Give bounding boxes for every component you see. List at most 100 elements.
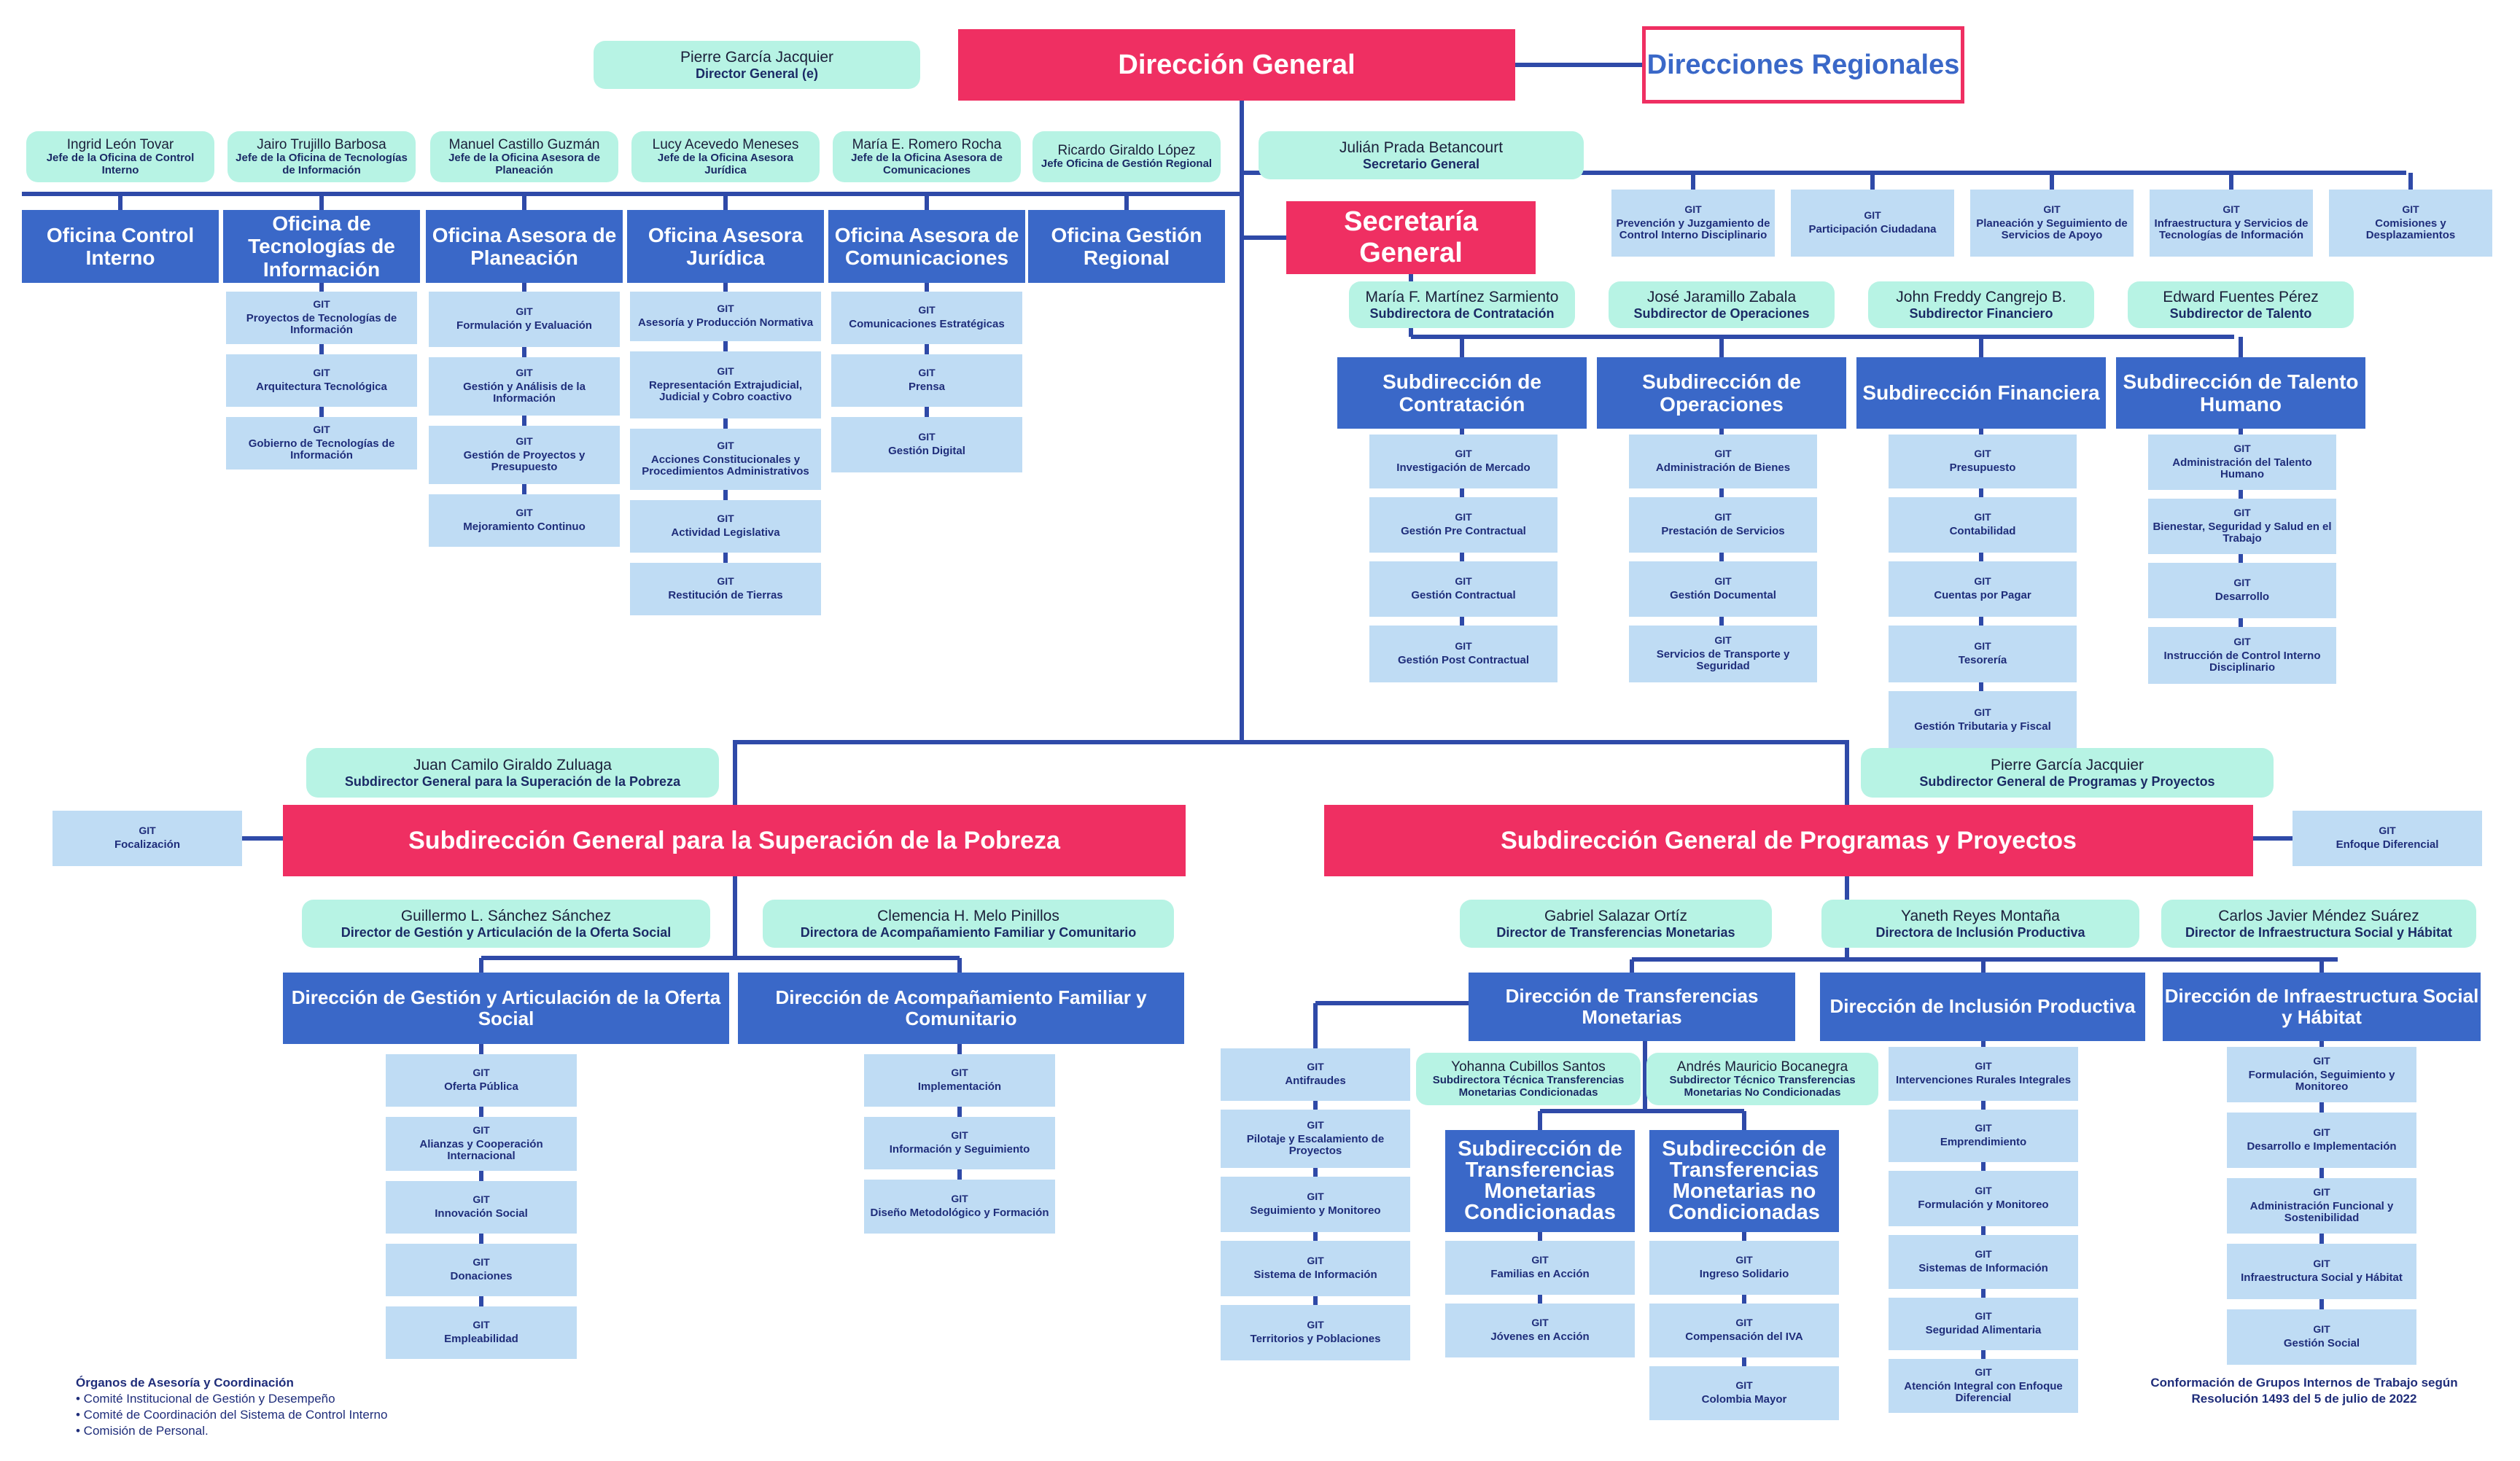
enfoque-git: GIT Enfoque Diferencial [2292,811,2482,866]
git-label: GIT [313,423,330,435]
git-name: Asesoría y Producción Normativa [637,316,814,329]
git-name: Gestión Social [2283,1336,2360,1349]
git-name: Seguridad Alimentaria [1925,1323,2042,1336]
git-label: GIT [1714,575,1732,588]
git-name: Bienestar, Seguridad y Salud en el Traba… [2152,520,2332,545]
git-name: Prevención y Juzgamiento de Control Inte… [1616,217,1770,242]
oficina-box: Oficina Gestión Regional [1028,210,1225,283]
git-label: GIT [516,435,533,447]
git-label: GIT [472,1193,490,1206]
person-role: Subdirectora de Contratación [1369,305,1555,321]
git-label: GIT [1714,511,1732,523]
oficina-git-box: GIT Gobierno de Tecnologías de Informació… [226,417,417,470]
git-label: GIT [1735,1317,1753,1329]
conformacion-line: Conformación de Grupos Internos de Traba… [2150,1376,2458,1390]
person-name: Guillermo L. Sánchez Sánchez [400,908,612,925]
git-label: GIT [2233,506,2251,518]
git-label: GIT [1975,1122,1992,1134]
person-name: Yohanna Cubillos Santos [1451,1059,1606,1075]
person-role: Director de Infraestructura Social y Háb… [2185,924,2453,940]
git-label: GIT [1714,448,1732,460]
direccion-general-box: Dirección General [958,29,1515,101]
programas-dir-box: Dirección de Infraestructura Social y Há… [2163,973,2481,1041]
git-name: Restitución de Tierras [668,588,783,601]
git-name: Familias en Acción [1490,1267,1590,1280]
git-name: Planeación y Seguimiento de Servicios de… [1976,217,2128,242]
git-name: Gestión Documental [1670,588,1776,601]
conformacion-note: Conformación de Grupos Internos de Traba… [2115,1375,2494,1407]
git-name: Investigación de Mercado [1396,461,1531,474]
git-name: Información y Seguimiento [889,1142,1030,1156]
person-role: Jefe de la Oficina de Tecnologías de Inf… [236,151,408,176]
git-name: Comisiones y Desplazamientos [2365,217,2456,242]
git-label: GIT [2313,1323,2330,1336]
person-name: John Freddy Cangrejo B. [1896,289,2066,306]
git-label: GIT [1307,1061,1324,1073]
git-name: Mejoramiento Continuo [463,520,586,533]
git-label: GIT [472,1319,490,1331]
person-role: Director de Gestión y Articulación de la… [341,924,672,940]
git-label: GIT [1864,209,1881,222]
director-name: Pierre García Jacquier [680,49,834,66]
git-label: GIT [2233,577,2251,589]
person-name: Ingrid León Tovar [66,136,174,152]
git-label: GIT [313,297,330,310]
git-label: GIT [951,1129,968,1142]
pobreza-dir-box: Dirección de Acompañamiento Familiar y C… [738,973,1184,1044]
git-name: Gobierno de Tecnologías de Información [248,437,395,462]
git-name: Colombia Mayor [1701,1392,1787,1406]
git-label: GIT [1974,511,1991,523]
git-name: Empleabilidad [444,1332,518,1345]
organos-item: • Comité de Coordinación del Sistema de … [76,1408,388,1422]
oficina-title: Oficina Asesora de Comunicaciones [834,223,1019,269]
git-name: Infraestructura Social y Hábitat [2241,1271,2403,1284]
git-label: GIT [2402,203,2419,215]
git-name: Enfoque Diferencial [2336,838,2439,851]
director-role: Director General (e) [695,66,819,81]
git-name: Formulación y Evaluación [456,319,592,332]
git-name: Contabilidad [1949,524,2016,537]
git-name: Participación Ciudadana [1808,222,1937,235]
git-name: Representación Extrajudicial, Judicial y… [648,378,803,404]
pobreza-person-name: Juan Camilo Giraldo Zuluaga [413,757,612,774]
focalizacion-git: GIT Focalización [52,811,242,866]
git-name: Instrucción de Control Interno Disciplin… [2163,649,2321,674]
pobreza-person-role: Subdirector General para la Superación d… [344,774,681,789]
git-name: Intervenciones Rurales Integrales [1895,1073,2072,1086]
git-name: Prensa [908,380,946,393]
person-role: Jefe de la Oficina Asesora Jurídica [657,151,794,176]
secretario-name: Julián Prada Betancourt [1339,139,1504,157]
git-name: Emprendimiento [1940,1135,2027,1148]
git-name: Actividad Legislativa [671,526,780,539]
git-name: Proyectos de Tecnologías de Información [246,311,397,337]
sg-sub-box: Subdirección Financiera [1856,357,2106,429]
git-name: Prestación de Servicios [1661,524,1785,537]
oficina-box: Oficina Asesora Jurídica [627,210,824,283]
git-label: GIT [1531,1317,1549,1329]
person-name: María F. Martínez Sarmiento [1365,289,1559,306]
